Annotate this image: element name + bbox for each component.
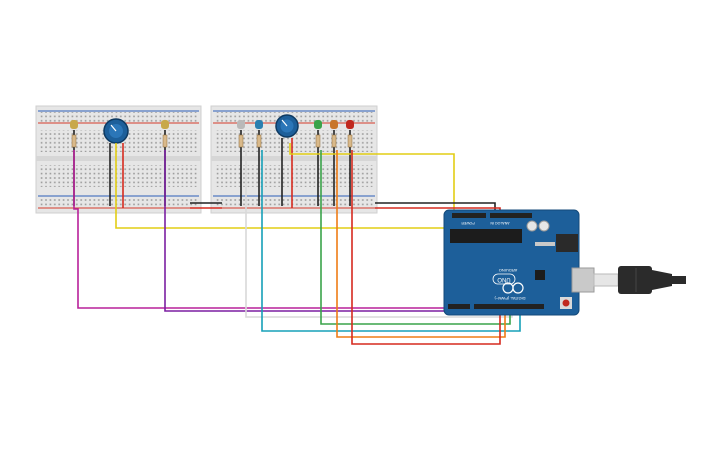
usb-cable[interactable] <box>593 266 686 294</box>
led-white[interactable] <box>237 120 245 148</box>
uno-label: UNO <box>497 276 511 282</box>
digital-header-top[interactable] <box>490 213 532 218</box>
capacitor-2 <box>538 220 550 232</box>
power-label: POWER <box>461 221 475 225</box>
wire-red-led[interactable] <box>351 150 501 345</box>
led-yellow-2[interactable] <box>161 120 169 148</box>
microcontroller-chip <box>450 229 522 243</box>
led-blue[interactable] <box>255 120 263 148</box>
usb-port[interactable] <box>571 267 595 293</box>
analog-header[interactable] <box>448 304 470 309</box>
potentiometer-2[interactable] <box>275 114 299 138</box>
arduino-board[interactable]: UNO ARDUINO DIGITAL (PWM~) POWER ANALOG … <box>443 209 595 316</box>
arduino-logo <box>502 282 524 294</box>
wire-orange[interactable] <box>336 150 506 338</box>
power-jack[interactable] <box>556 234 578 252</box>
led-green[interactable] <box>314 120 322 148</box>
analog-label: ANALOG IN <box>490 221 510 225</box>
digital-header[interactable] <box>474 304 544 309</box>
wire-yellow-pot2[interactable] <box>289 143 455 217</box>
led-orange[interactable] <box>330 120 338 148</box>
digital-label: DIGITAL (PWM~) <box>494 296 526 301</box>
brand-label: ARDUINO <box>499 268 517 273</box>
wire-magenta[interactable] <box>73 150 518 309</box>
led-yellow-1[interactable] <box>70 120 78 148</box>
potentiometer-1[interactable] <box>103 118 129 144</box>
wire-cyan[interactable] <box>261 150 521 332</box>
led-red[interactable] <box>346 120 354 148</box>
capacitor-1 <box>526 220 538 232</box>
power-header[interactable] <box>452 213 486 218</box>
